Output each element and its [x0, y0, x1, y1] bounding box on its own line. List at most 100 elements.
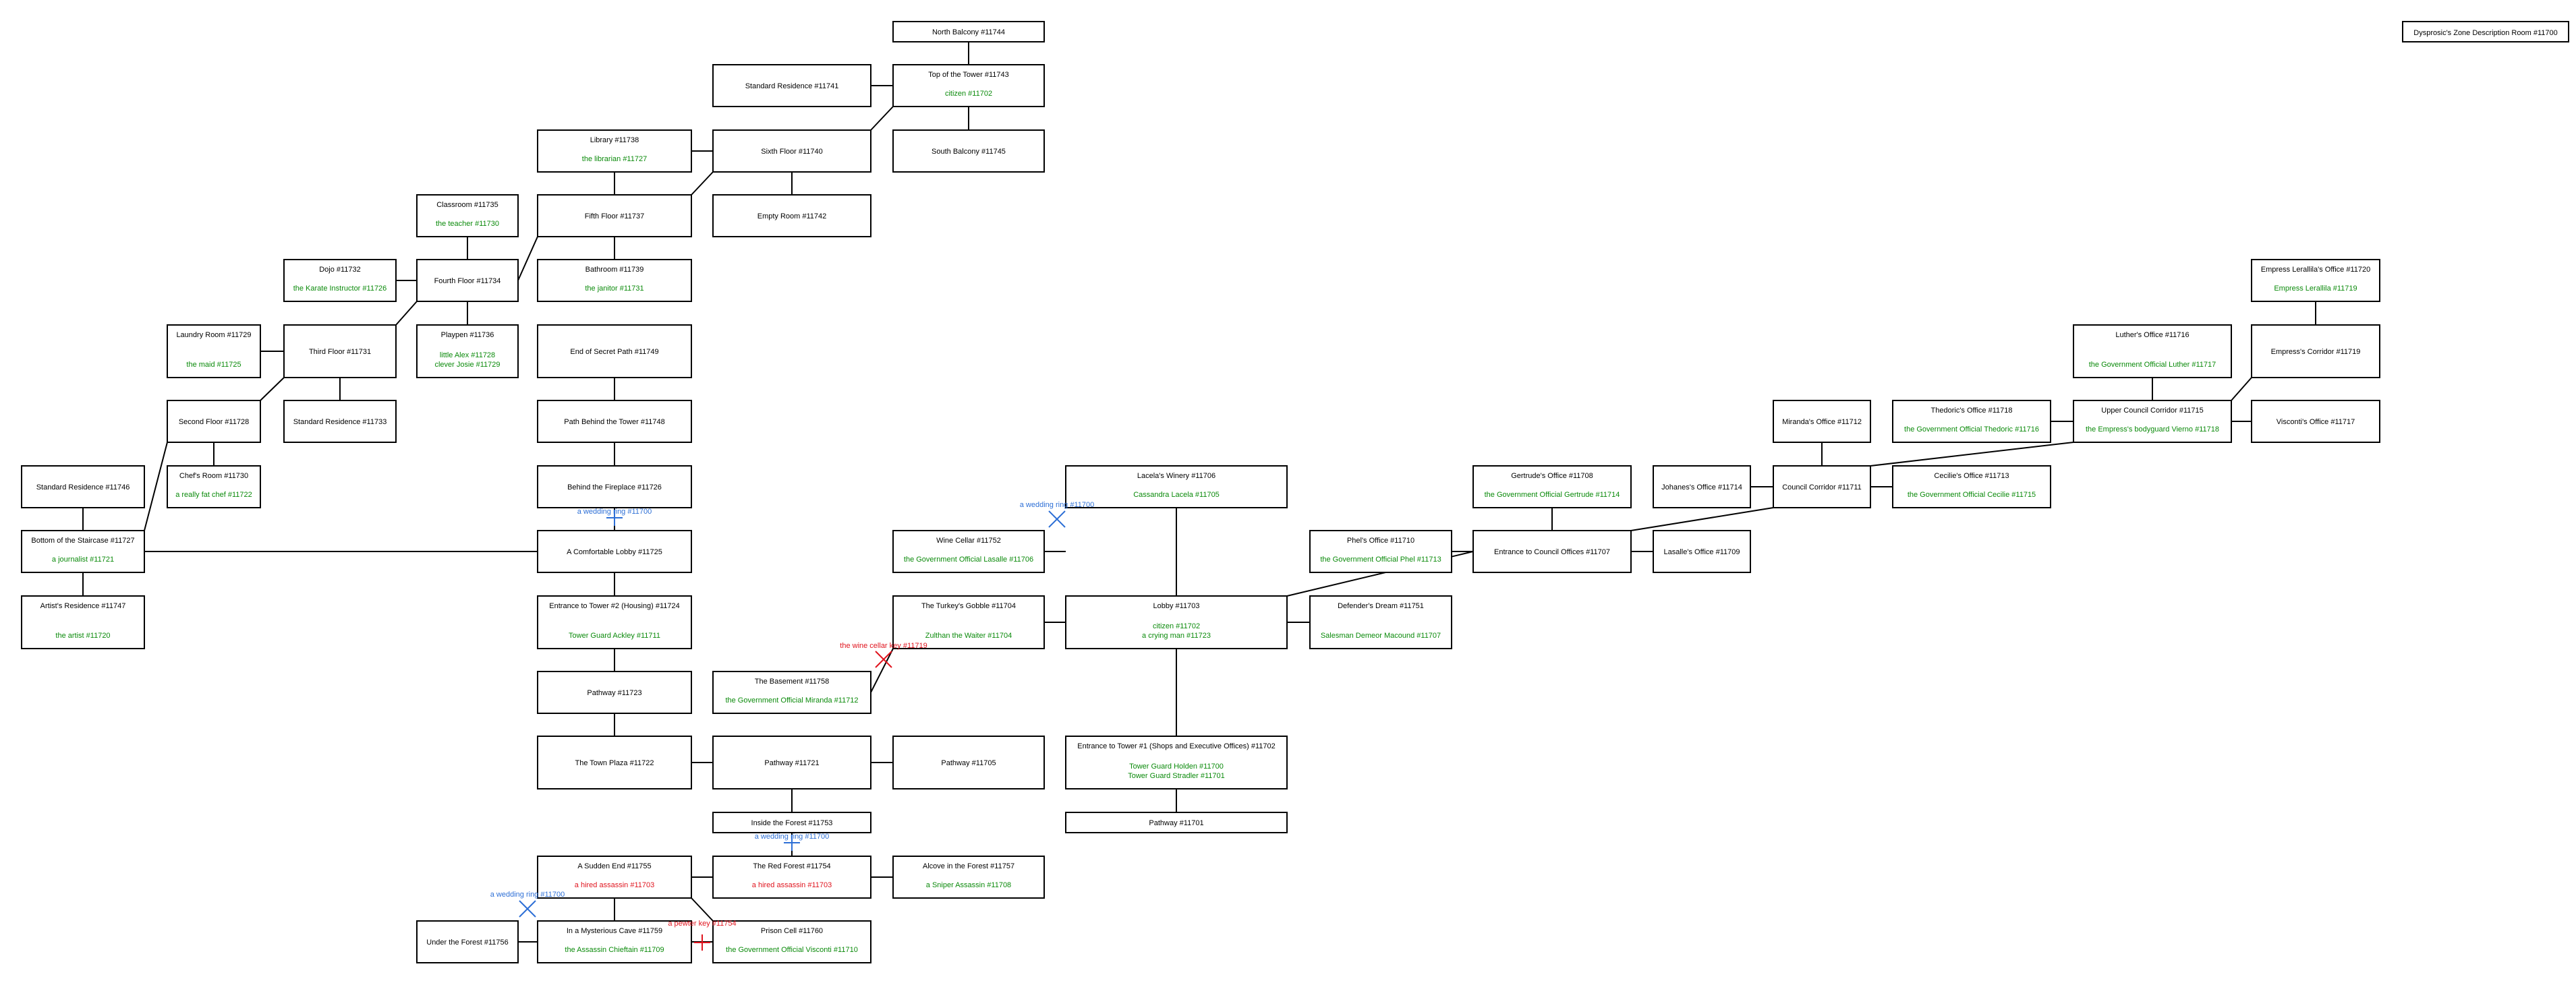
room-box — [892, 21, 1045, 42]
connection-line — [260, 377, 285, 401]
room-node[interactable]: Second Floor #11728 — [167, 400, 261, 443]
room-node[interactable]: Entrance to Tower #2 (Housing) #11724Tow… — [537, 595, 692, 649]
lock-x-icon — [519, 900, 536, 918]
room-box — [167, 465, 261, 508]
room-node[interactable]: Entrance to Tower #1 (Shops and Executiv… — [1065, 736, 1288, 789]
room-occupant: Empress Lerallila #11719 — [2274, 285, 2357, 293]
room-node[interactable]: Under the Forest #11756 — [416, 920, 519, 963]
room-name: Sixth Floor #11740 — [761, 148, 823, 156]
room-node[interactable]: Lasalle's Office #11709 — [1653, 530, 1751, 573]
room-box — [416, 920, 519, 963]
room-box — [21, 530, 145, 573]
room-node[interactable]: Standard Residence #11741 — [712, 64, 871, 107]
room-node[interactable]: Pathway #11701 — [1065, 812, 1288, 833]
room-node[interactable]: North Balcony #11744 — [892, 21, 1045, 42]
room-node[interactable]: Path Behind the Tower #11748 — [537, 400, 692, 443]
room-node[interactable]: Entrance to Council Offices #11707 — [1472, 530, 1632, 573]
room-node[interactable]: Johanes's Office #11714 — [1653, 465, 1751, 508]
room-name: Standard Residence #11746 — [36, 483, 130, 491]
room-node[interactable]: Empress Lerallila's Office #11720Empress… — [2251, 259, 2380, 302]
room-node[interactable]: End of Secret Path #11749 — [537, 324, 692, 378]
room-box — [537, 920, 692, 963]
room-name: Behind the Fireplace #11726 — [567, 483, 662, 491]
room-occupant: the Government Official Thedoric #11716 — [1904, 425, 2039, 434]
room-node[interactable]: Empty Room #11742 — [712, 194, 871, 237]
room-node[interactable]: Behind the Fireplace #11726 — [537, 465, 692, 508]
room-name: Luther's Office #11716 — [2115, 331, 2189, 339]
room-node[interactable]: A Comfortable Lobby #11725 — [537, 530, 692, 573]
room-occupant: the janitor #11731 — [585, 285, 643, 293]
item-label: a wedding ring #11700 — [577, 508, 652, 516]
room-node[interactable]: Empress's Corridor #11719 — [2251, 324, 2380, 378]
lock-plus-icon — [784, 835, 800, 851]
room-node[interactable]: Miranda's Office #11712 — [1773, 400, 1871, 443]
room-name: Playpen #11736 — [441, 331, 494, 339]
room-node[interactable]: Sixth Floor #11740 — [712, 129, 871, 173]
room-node[interactable]: Council Corridor #11711 — [1773, 465, 1871, 508]
room-name: The Turkey's Gobble #11704 — [921, 602, 1016, 610]
room-occupant: a Sniper Assassin #11708 — [926, 881, 1011, 889]
connection-line — [395, 301, 418, 326]
room-name: Empress's Corridor #11719 — [2271, 348, 2361, 356]
room-name: Lacela's Winery #11706 — [1137, 472, 1215, 480]
lock-x-icon — [875, 651, 892, 668]
room-node[interactable]: Inside the Forest #11753 — [712, 812, 871, 833]
connection-line — [691, 897, 714, 922]
room-node[interactable]: Standard Residence #11746 — [21, 465, 145, 508]
room-box — [537, 736, 692, 789]
room-name: Defender's Dream #11751 — [1338, 602, 1424, 610]
room-box — [1065, 595, 1288, 649]
room-box — [2251, 259, 2380, 302]
room-name: Third Floor #11731 — [309, 348, 371, 356]
room-box — [1773, 400, 1871, 443]
room-box — [712, 64, 871, 107]
room-node[interactable]: The Town Plaza #11722 — [537, 736, 692, 789]
room-node[interactable]: Standard Residence #11733 — [283, 400, 397, 443]
room-box — [1892, 465, 2051, 508]
room-node[interactable]: Pathway #11705 — [892, 736, 1045, 789]
room-name: Standard Residence #11733 — [293, 418, 387, 426]
room-box — [892, 595, 1045, 649]
room-node[interactable]: Visconti's Office #11717 — [2251, 400, 2380, 443]
zone-title: Dysprosic's Zone Description Room #11700 — [2413, 29, 2557, 37]
room-node[interactable]: Fifth Floor #11737 — [537, 194, 692, 237]
room-name: Chef's Room #11730 — [179, 472, 248, 480]
room-box — [1309, 595, 1452, 649]
room-node[interactable]: Third Floor #11731 — [283, 324, 397, 378]
room-node[interactable]: Fourth Floor #11734 — [416, 259, 519, 302]
room-node[interactable]: Pathway #11723 — [537, 671, 692, 714]
connection-line — [870, 106, 894, 131]
room-name: Gertrude's Office #11708 — [1511, 472, 1593, 480]
room-node[interactable]: Pathway #11721 — [712, 736, 871, 789]
room-box — [283, 400, 397, 443]
room-node[interactable]: South Balcony #11745 — [892, 129, 1045, 173]
